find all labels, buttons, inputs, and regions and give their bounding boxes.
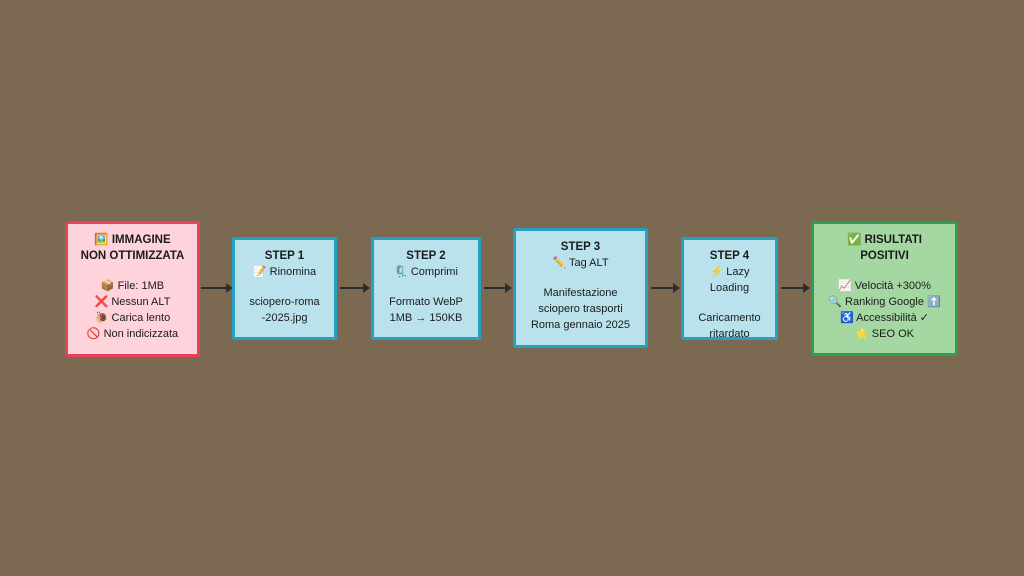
node-step-3: STEP 3 ✏️ Tag ALT Manifestazione scioper… [513, 228, 648, 348]
node-body-line: Roma gennaio 2025 [530, 319, 631, 331]
node-body-line: Caricamento [698, 312, 761, 324]
node-title-line: STEP 2 [406, 250, 446, 262]
node-body-line: ❌ Nessun ALT [94, 296, 171, 308]
node-risultati-positivi: ✅ RISULTATI POSITIVI 📈 Velocità +300% 🔍 … [811, 221, 958, 356]
flow-arrow-5 [781, 283, 810, 293]
node-step-4: STEP 4 ⚡ Lazy Loading Caricamento ritard… [681, 237, 778, 340]
node-body-line: sciopero-roma [249, 296, 320, 308]
node-title-line: STEP 1 [264, 250, 305, 262]
node-subtitle-line: ⚡ Lazy [709, 266, 750, 278]
node-title-line: STEP 4 [709, 250, 750, 262]
node-step-1: STEP 1 📝 Rinomina sciopero-roma -2025.jp… [232, 237, 337, 340]
node-body-line: Formato WebP [389, 296, 463, 308]
node-subtitle-line: 📝 Rinomina [252, 266, 317, 278]
node-body-line: 📈 Velocità +300% [838, 280, 931, 292]
node-title-line: POSITIVI [860, 250, 909, 262]
node-step-2: STEP 2 🗜️ Comprimi Formato WebP 1MB → 15… [371, 237, 481, 340]
node-subtitle-line: ✏️ Tag ALT [552, 257, 609, 269]
node-body-line: 🐌 Carica lento [94, 312, 171, 324]
node-subtitle-line: Loading [709, 282, 750, 294]
node-body-line: Manifestazione [543, 287, 618, 299]
flow-arrow-3 [484, 283, 512, 293]
node-body-line: 🚫 Non indicizzata [86, 328, 179, 340]
node-title-line: STEP 3 [560, 241, 601, 253]
node-body-line: 1MB → 150KB [389, 312, 463, 324]
node-body-line: 📦 File: 1MB [100, 280, 165, 292]
flow-arrow-1 [201, 283, 233, 293]
node-subtitle-line: 🗜️ Comprimi [394, 266, 458, 278]
node-body-line: 🔍 Ranking Google ⬆️ [828, 296, 941, 308]
node-immagine-non-ottimizzata: 🖼️ IMMAGINE NON OTTIMIZZATA 📦 File: 1MB … [65, 221, 200, 357]
node-title-line: ✅ RISULTATI [846, 234, 922, 246]
node-body-line: sciopero trasporti [538, 303, 623, 315]
node-title-line: 🖼️ IMMAGINE [94, 234, 171, 246]
node-body-line: ritardato [709, 328, 750, 340]
flow-arrow-2 [340, 283, 370, 293]
node-body-line: ♿ Accessibilità ✓ [840, 312, 929, 324]
node-title-line: NON OTTIMIZZATA [80, 250, 185, 262]
flow-arrow-4 [651, 283, 680, 293]
node-body-line: ⭐ SEO OK [855, 328, 914, 340]
node-body-line: -2025.jpg [261, 312, 308, 324]
